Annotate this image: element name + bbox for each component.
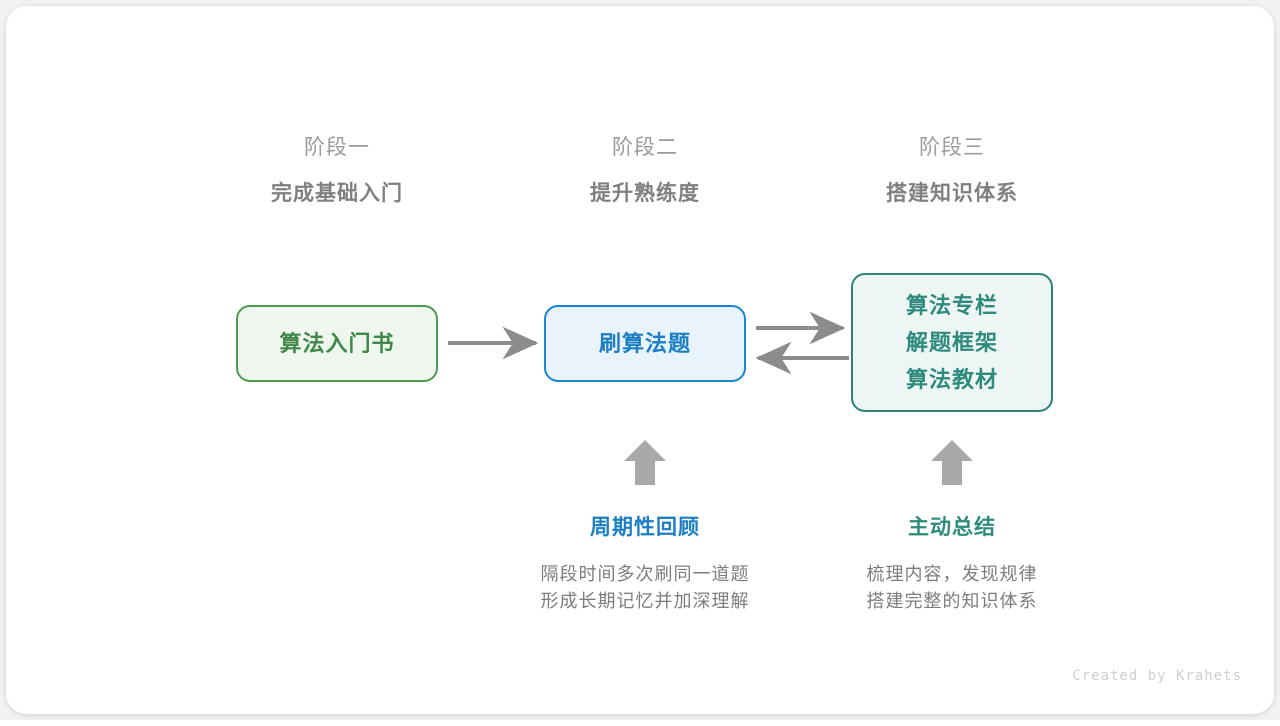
- stage-title-2: 提升熟练度: [590, 182, 700, 205]
- stage-kicker-3: 阶段三: [919, 136, 985, 159]
- stage-title-3: 搭建知识体系: [886, 182, 1018, 205]
- node-practice-line-1: 刷算法题: [598, 331, 691, 356]
- credit-text: Created by Krahets: [1072, 668, 1242, 684]
- stage-kicker-2: 阶段二: [612, 136, 678, 159]
- node-box-practice[interactable]: 刷算法题: [544, 305, 746, 382]
- node-knowledge-line-2: 解题框架: [905, 330, 998, 355]
- stage-header-1: 阶段一 完成基础入门: [207, 135, 467, 207]
- stage-title-1: 完成基础入门: [271, 182, 403, 205]
- stage-header-2: 阶段二 提升熟练度: [515, 135, 775, 207]
- node-knowledge-line-1: 算法专栏: [905, 293, 998, 318]
- annotation-summary-body-line-2: 搭建完整的知识体系: [866, 591, 1038, 611]
- annotation-summary-body-line-1: 梳理内容，发现规律: [866, 564, 1038, 584]
- node-knowledge-line-3: 算法教材: [905, 367, 998, 392]
- annotation-review: 周期性回顾 隔段时间多次刷同一道题 形成长期记忆并加深理解: [485, 514, 805, 615]
- annotation-review-body: 隔段时间多次刷同一道题 形成长期记忆并加深理解: [485, 561, 805, 615]
- diagram-card: 阶段一 完成基础入门 阶段二 提升熟练度 阶段三 搭建知识体系: [6, 6, 1274, 714]
- block-arrow-up-review: [624, 440, 666, 485]
- stage-kicker-1: 阶段一: [304, 136, 370, 159]
- annotation-summary: 主动总结 梳理内容，发现规律 搭建完整的知识体系: [792, 514, 1112, 615]
- block-arrow-up-summary: [931, 440, 973, 485]
- node-box-book[interactable]: 算法入门书: [236, 305, 438, 382]
- annotation-review-body-line-1: 隔段时间多次刷同一道题: [540, 564, 750, 584]
- annotation-review-body-line-2: 形成长期记忆并加深理解: [540, 591, 750, 611]
- annotation-review-title: 周期性回顾: [590, 516, 700, 539]
- node-book-line-1: 算法入门书: [279, 331, 395, 356]
- annotation-summary-body: 梳理内容，发现规律 搭建完整的知识体系: [792, 561, 1112, 615]
- stage-header-3: 阶段三 搭建知识体系: [822, 135, 1082, 207]
- node-box-knowledge[interactable]: 算法专栏 解题框架 算法教材: [851, 273, 1053, 412]
- annotation-summary-title: 主动总结: [908, 516, 996, 539]
